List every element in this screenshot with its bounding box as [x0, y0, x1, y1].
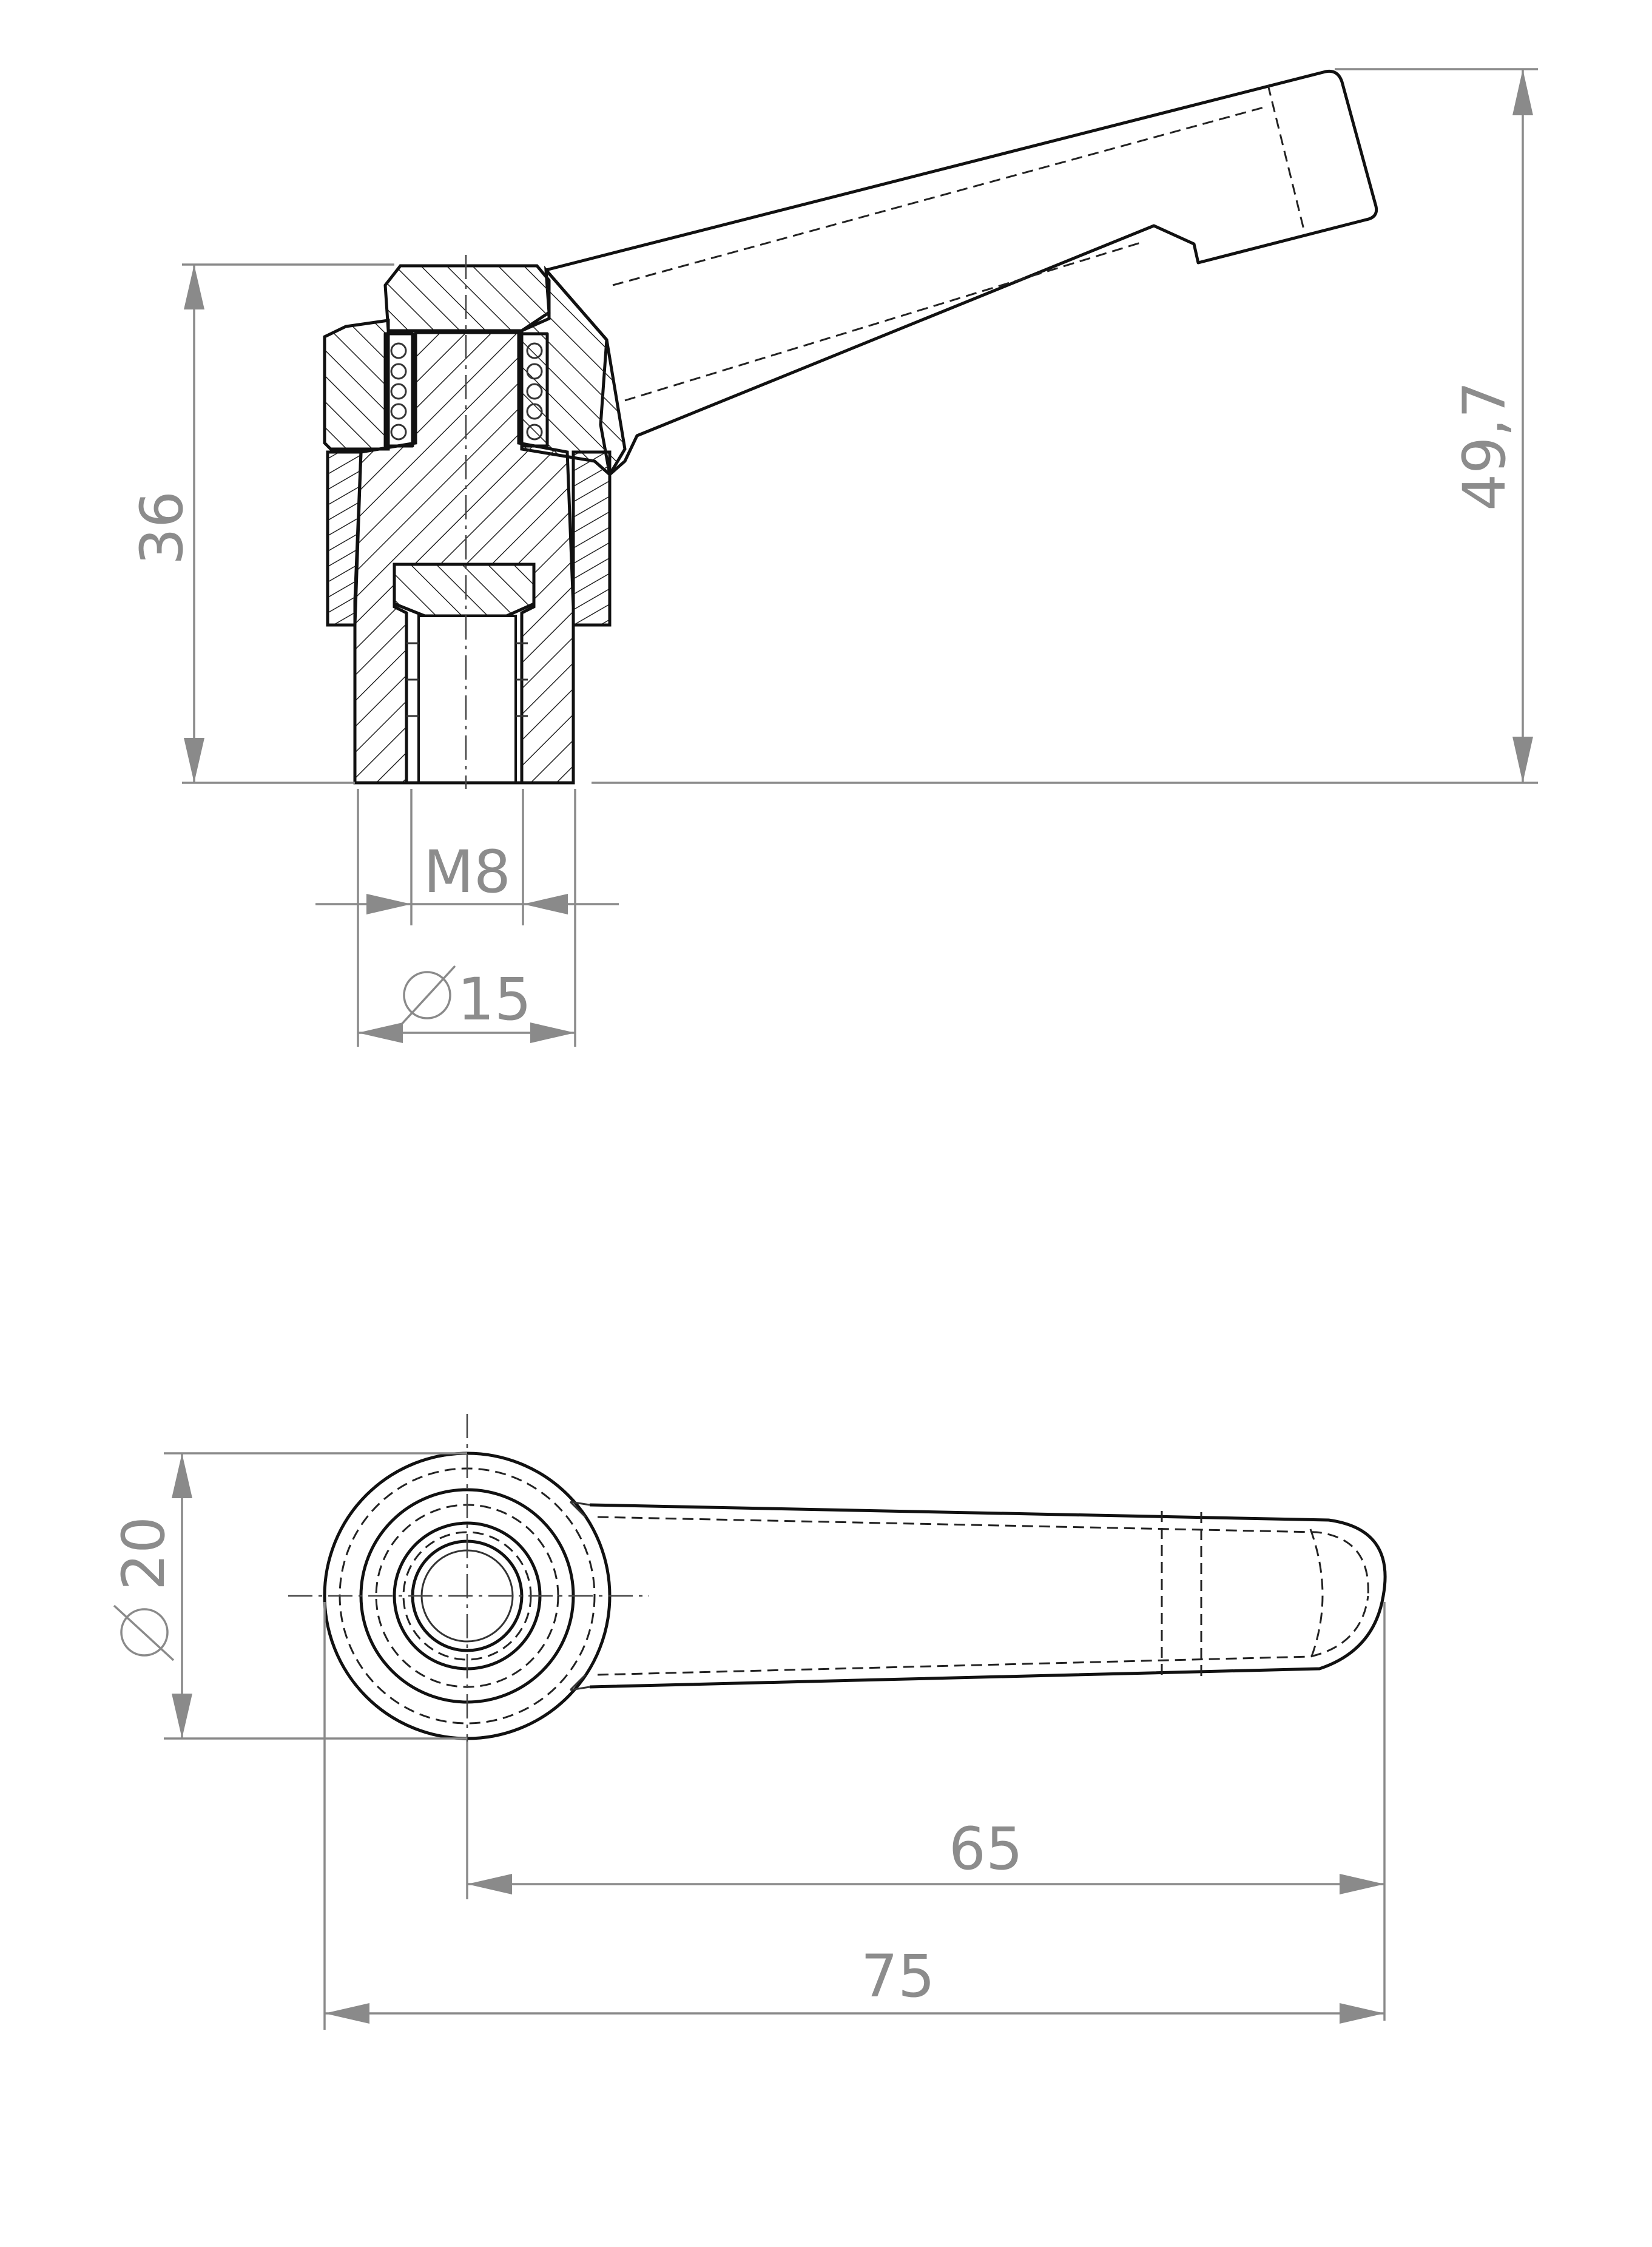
lever-top-hidden-top: [597, 1516, 1369, 1597]
dim-diameter-shaft-label: 15: [457, 965, 531, 1033]
dim-thread-label: M8: [423, 838, 511, 906]
thread-lines: [406, 642, 528, 717]
top-view: [288, 1414, 1387, 1778]
thread-insert: [393, 563, 536, 618]
housing-left: [323, 319, 390, 451]
dim-diameter-hub: 20: [110, 1452, 467, 1740]
thread-bore: [417, 615, 517, 784]
spring-left: [383, 332, 414, 448]
lever-top-hidden-bottom: [597, 1595, 1369, 1676]
cap-nut: [383, 264, 551, 333]
dim-height-total: 49,7: [592, 68, 1538, 784]
dim-length-center: 65: [466, 1602, 1386, 2021]
lever-hidden-edge-top: [612, 105, 1269, 286]
lever-top-outline: [589, 1503, 1387, 1689]
dim-length-center-label: 65: [949, 1815, 1023, 1883]
dim-diameter-shaft: 15: [357, 789, 576, 1047]
dim-thread: M8: [315, 789, 619, 925]
dim-height-body: 36: [128, 263, 394, 784]
dim-length-total: 75: [323, 1602, 1384, 2030]
diameter-icon: [113, 1604, 175, 1661]
dim-height-body-label: 36: [128, 491, 196, 565]
lever-top-section-line: [1161, 1511, 1202, 1681]
lever-top-hidden-arc: [1309, 1529, 1324, 1660]
dim-diameter-hub-label: 20: [110, 1516, 178, 1590]
lever-hidden-tip: [1267, 84, 1306, 232]
outer-sleeve-left: [326, 450, 363, 627]
lever-arm: [544, 69, 1378, 476]
top-view-centerline: [288, 1414, 649, 1778]
spring-right: [520, 332, 549, 448]
outer-sleeve-right: [571, 450, 612, 627]
section-view: [323, 69, 1378, 789]
dim-length-total-label: 75: [861, 1942, 935, 2010]
diameter-icon: [399, 965, 456, 1027]
lever-hidden-edge-bottom: [624, 242, 1141, 402]
dim-height-total-label: 49,7: [1451, 381, 1519, 511]
hub-lever-joint: [569, 1501, 590, 1691]
